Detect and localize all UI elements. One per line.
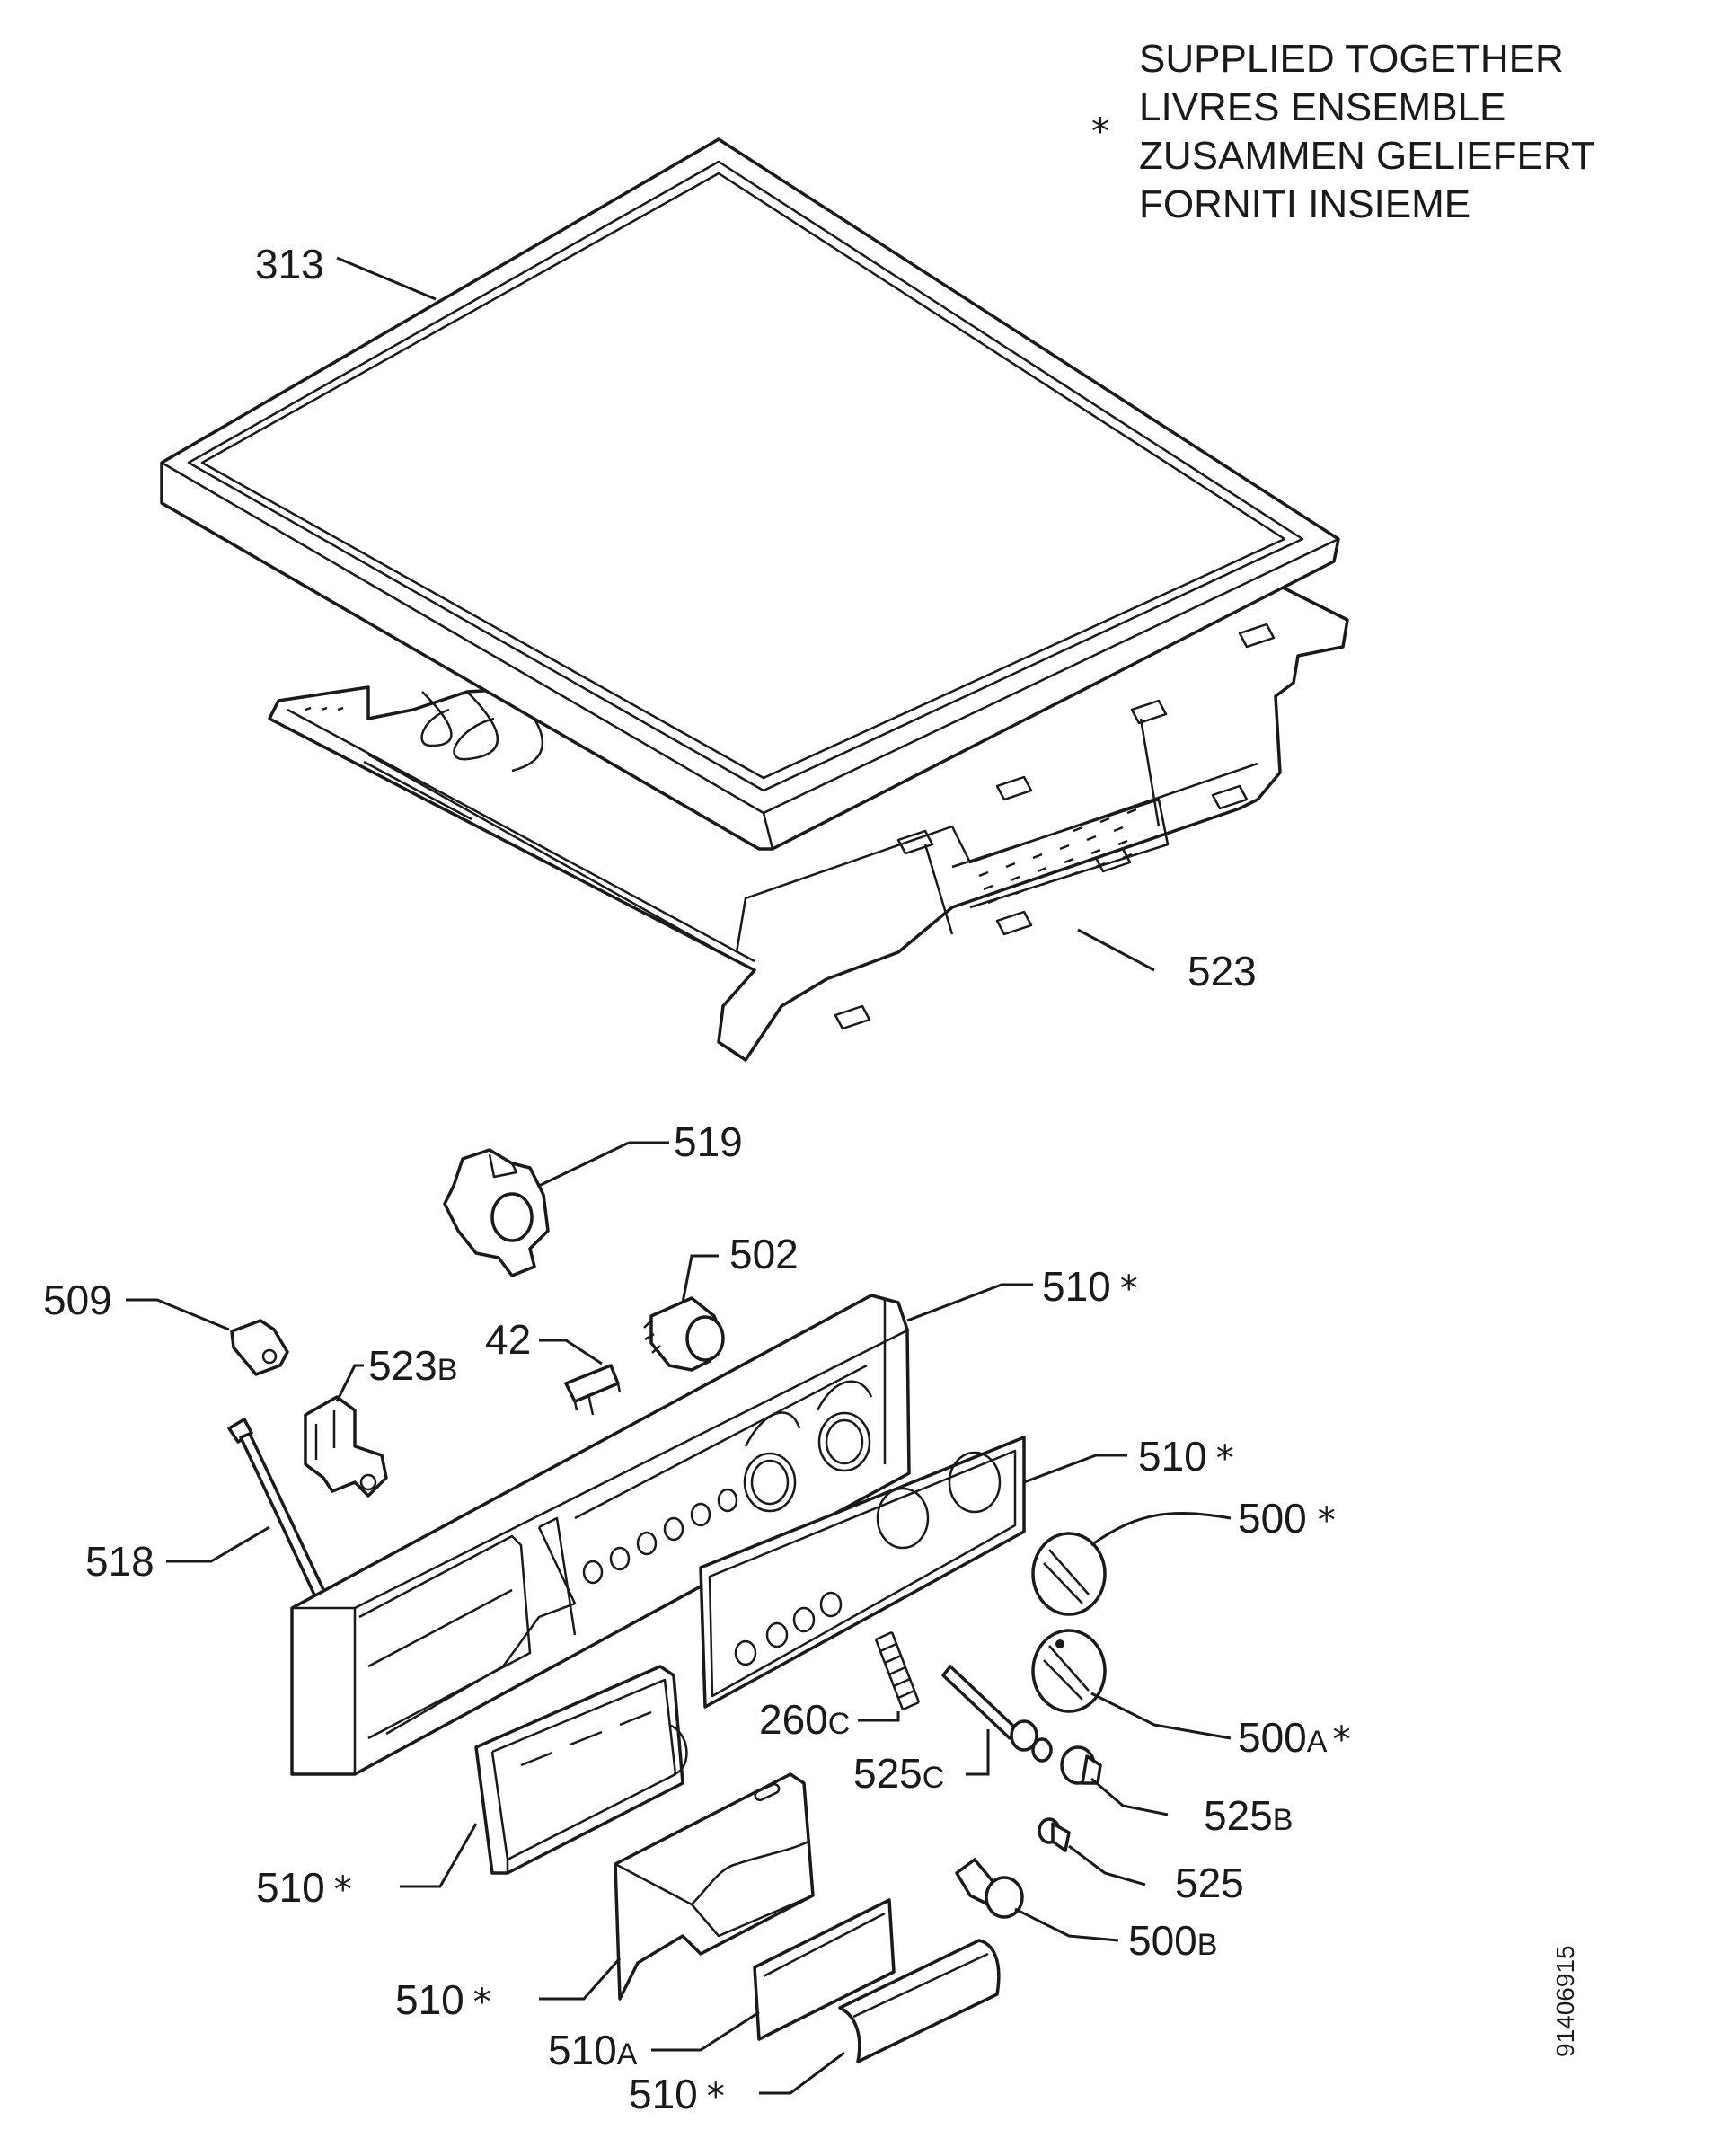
leader-260c: [858, 1711, 900, 1722]
legend-line-en: SUPPLIED TOGETHER: [1139, 37, 1564, 81]
label-523b: 523B: [368, 1342, 457, 1389]
part-502: [643, 1254, 725, 1372]
label-525: 525: [1175, 1860, 1244, 1906]
part-510-drawer-front: [400, 1665, 688, 1888]
leader-502: [681, 1254, 719, 1303]
label-525c: 525C: [853, 1750, 944, 1797]
part-500b: [955, 1858, 1119, 1942]
label-260c: 260C: [759, 1696, 850, 1743]
legend-asterisk: *: [1091, 111, 1109, 153]
label-510-plate: 510*: [1138, 1433, 1234, 1480]
leader-523: [1077, 928, 1155, 972]
part-313-top-cover: [160, 137, 1340, 851]
part-510-front-plate: [699, 1436, 1127, 1709]
leader-500b: [1014, 1907, 1119, 1942]
label-510-panel: 510*: [1042, 1263, 1138, 1310]
vent-holes: [978, 808, 1137, 905]
part-510-door: [539, 1772, 815, 2001]
part-525: [1038, 1817, 1146, 1886]
part-260c-spring: [858, 1630, 921, 1722]
label-313: 313: [255, 241, 324, 287]
legend-line-it: FORNITI INSIEME: [1139, 182, 1470, 226]
part-518-rod: [166, 1418, 330, 1606]
leader-510-door: [539, 1957, 622, 2001]
label-500: 500*: [1238, 1495, 1336, 1542]
document-number: 91406915: [1551, 1945, 1579, 2057]
leader-519: [538, 1141, 630, 1188]
leader-510a: [651, 2010, 760, 2052]
leader-500: [1090, 1511, 1232, 1547]
label-525b: 525B: [1204, 1792, 1293, 1839]
label-500b: 500B: [1128, 1917, 1217, 1964]
leader-42: [539, 1339, 603, 1365]
leader-510-drawer: [400, 1823, 478, 1888]
leader-510-panel: [906, 1283, 1033, 1322]
label-510a: 510A: [548, 2027, 638, 2073]
label-510-cover: 510*: [629, 2071, 725, 2117]
label-500a: 500A*: [1238, 1714, 1350, 1761]
part-525b: [1060, 1745, 1169, 1816]
part-510-cover: [759, 1939, 1001, 2095]
leader-510-cover: [759, 2051, 845, 2095]
leader-525b: [1090, 1777, 1169, 1816]
leader-525c: [966, 1729, 990, 1776]
legend-line-fr: LIVRES ENSEMBLE: [1139, 85, 1505, 129]
label-42: 42: [485, 1316, 531, 1363]
label-510-drawer: 510*: [256, 1864, 352, 1911]
part-523b: [304, 1364, 388, 1498]
part-500-knob: [1031, 1511, 1232, 1616]
legend-line-de: ZUSAMMEN GELIEFERT: [1139, 134, 1595, 178]
label-518: 518: [85, 1538, 155, 1585]
leader-523b: [335, 1364, 364, 1402]
part-519: [443, 1141, 669, 1277]
part-42-switch: [539, 1339, 622, 1416]
leader-525: [1068, 1844, 1146, 1886]
label-519: 519: [674, 1118, 743, 1165]
part-510-control-panel: [290, 1283, 1033, 1776]
part-509: [126, 1298, 289, 1376]
label-523: 523: [1188, 948, 1257, 994]
part-500a-knob: [1031, 1629, 1232, 1740]
label-510-door: 510*: [395, 1976, 491, 2023]
part-510a: [651, 1898, 896, 2052]
legend: * SUPPLIED TOGETHER LIVRES ENSEMBLE ZUSA…: [1091, 37, 1595, 226]
leader-518: [166, 1525, 270, 1563]
leader-510-plate: [1023, 1454, 1127, 1484]
leader-500a: [1090, 1692, 1232, 1740]
leader-509: [126, 1298, 230, 1331]
label-502: 502: [729, 1231, 799, 1277]
label-509: 509: [43, 1277, 112, 1323]
part-525c-shaft: [941, 1665, 1053, 1776]
leader-313: [336, 256, 437, 301]
